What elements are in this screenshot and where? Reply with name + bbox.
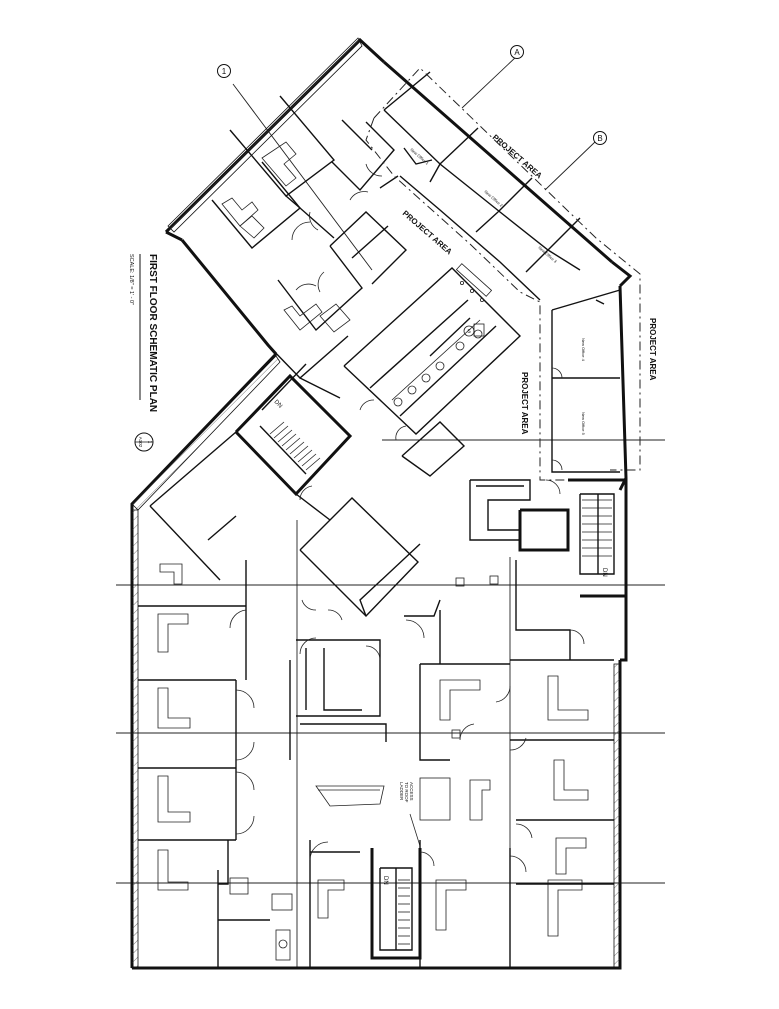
stair-label-dn-1: DN [273,399,283,409]
grid-bubble-1: 1 [217,64,231,78]
east-lower-offices [419,575,628,969]
west-offices [131,509,293,969]
project-area-label-1: PROJECT AREA [491,133,544,181]
stair-label-dn-3: DN [382,876,388,885]
central-south: LADDER TO ROOF ACCESS [289,599,451,847]
restroom-core: S [343,263,522,477]
office-label-5: New Office 5 [581,412,586,436]
project-area-label-3: PROJECT AREA [648,318,657,381]
office-label-2: New Office 2 [483,189,504,208]
stair-label-dn-2: DN [601,568,607,577]
grid-bubble-b: B [593,131,607,145]
stair-north: DN [234,363,353,497]
office-label-4: New Office 4 [581,338,586,362]
northwest-rooms [130,352,421,968]
grid-lines [116,55,665,968]
project-area-label-4: PROJECT AREA [520,372,529,435]
svg-text:S: S [467,329,471,335]
drawing-scale: SCALE: 1/8" = 1' - 0" [128,254,134,305]
sheet-reference-bubble: 1 A102 [134,432,154,452]
svg-text:1: 1 [222,67,227,76]
north-wing [164,37,408,399]
drawing-title-block: FIRST FLOOR SCHEMATIC PLAN SCALE: 1/8" =… [128,254,158,452]
svg-text:A: A [514,48,520,57]
south-offices [132,660,622,970]
east-offices: New Office 4 New Office 5 [551,285,628,491]
sheet-number: A102 [138,437,143,448]
svg-text:B: B [597,134,602,143]
new-offices-top: New Office 1 New Office 2 New Office 3 [365,60,641,481]
ladder-note-3: ACCESS [409,782,414,801]
ladder-note-1: LADDER [399,782,404,801]
grid-bubble-a: A [510,45,524,59]
detail-number: 1 [146,441,152,444]
east-core: DN [469,478,628,660]
drawing-title: FIRST FLOOR SCHEMATIC PLAN [147,254,158,412]
ladder-note-2: TO ROOF [404,782,409,803]
stair-south: DN [370,848,422,960]
